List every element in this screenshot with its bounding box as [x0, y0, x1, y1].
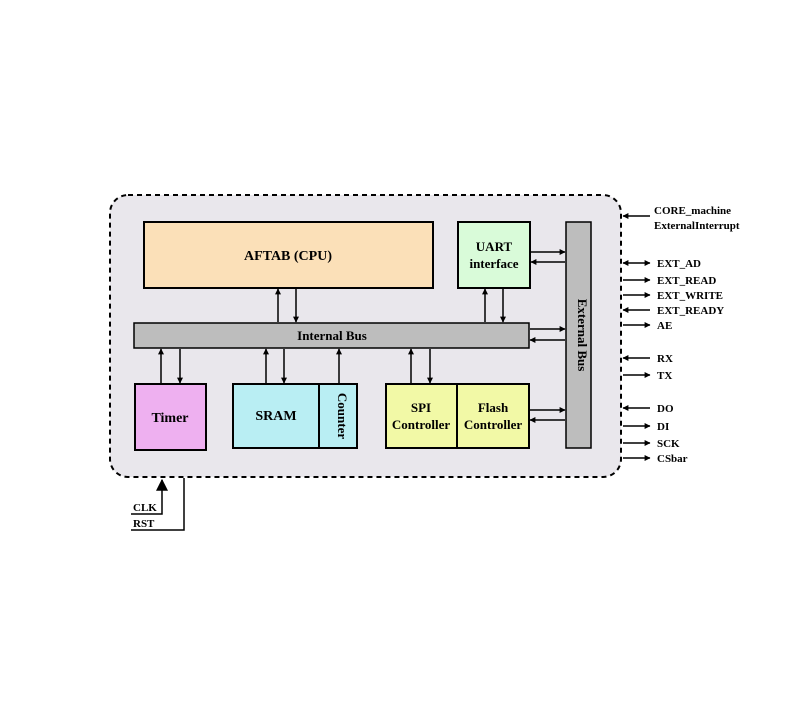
spi-label-line1: SPI: [411, 400, 431, 415]
ae-label: AE: [657, 320, 672, 332]
external-bus-label: External Bus: [575, 299, 590, 372]
timer-block: Timer: [134, 383, 207, 451]
sram-label: SRAM: [255, 409, 296, 424]
do-label: DO: [657, 403, 674, 415]
flash-label-line2: Controller: [464, 417, 522, 432]
ext-write-label: EXT_WRITE: [657, 290, 723, 302]
clk-label: CLK: [133, 502, 157, 514]
sck-label: SCK: [657, 438, 680, 450]
uart-label-line1: UART: [476, 239, 513, 254]
external-signal-arrows: [622, 213, 651, 461]
rx-label: RX: [657, 353, 673, 365]
rst-label: RST: [133, 518, 155, 530]
csbar-label: CSbar: [657, 453, 688, 465]
spi-flash-block: SPI Controller Flash Controller: [385, 383, 530, 449]
clock-reset-inputs: CLK RST: [131, 478, 185, 531]
ext-ad-label: EXT_AD: [657, 258, 701, 270]
spi-label-line2: Controller: [392, 417, 450, 432]
internal-bus-label: Internal Bus: [297, 328, 367, 343]
rst-wire: [131, 478, 185, 531]
tx-label: TX: [657, 370, 672, 382]
flash-label-line1: Flash: [478, 400, 509, 415]
cpu-block: AFTAB (CPU): [143, 221, 434, 289]
counter-label: Counter: [335, 393, 350, 439]
cpu-label: AFTAB (CPU): [244, 249, 332, 264]
di-label: DI: [657, 421, 669, 433]
internal-connections: [158, 249, 566, 423]
sram-block: SRAM Counter: [232, 383, 358, 449]
external-bus: External Bus: [565, 221, 592, 449]
clk-wire: [131, 478, 168, 515]
timer-label: Timer: [151, 411, 188, 426]
core-machine-label: CORE_machine: [654, 205, 731, 217]
ext-read-label: EXT_READ: [657, 275, 716, 287]
external-signal-labels: CORE_machine ExternalInterrupt EXT_AD EX…: [654, 205, 740, 465]
uart-label-line2: interface: [469, 256, 518, 271]
external-interrupt-label: ExternalInterrupt: [654, 220, 740, 232]
ext-ready-label: EXT_READY: [657, 305, 724, 317]
internal-bus: Internal Bus: [133, 322, 530, 349]
uart-block: UART interface: [457, 221, 531, 289]
